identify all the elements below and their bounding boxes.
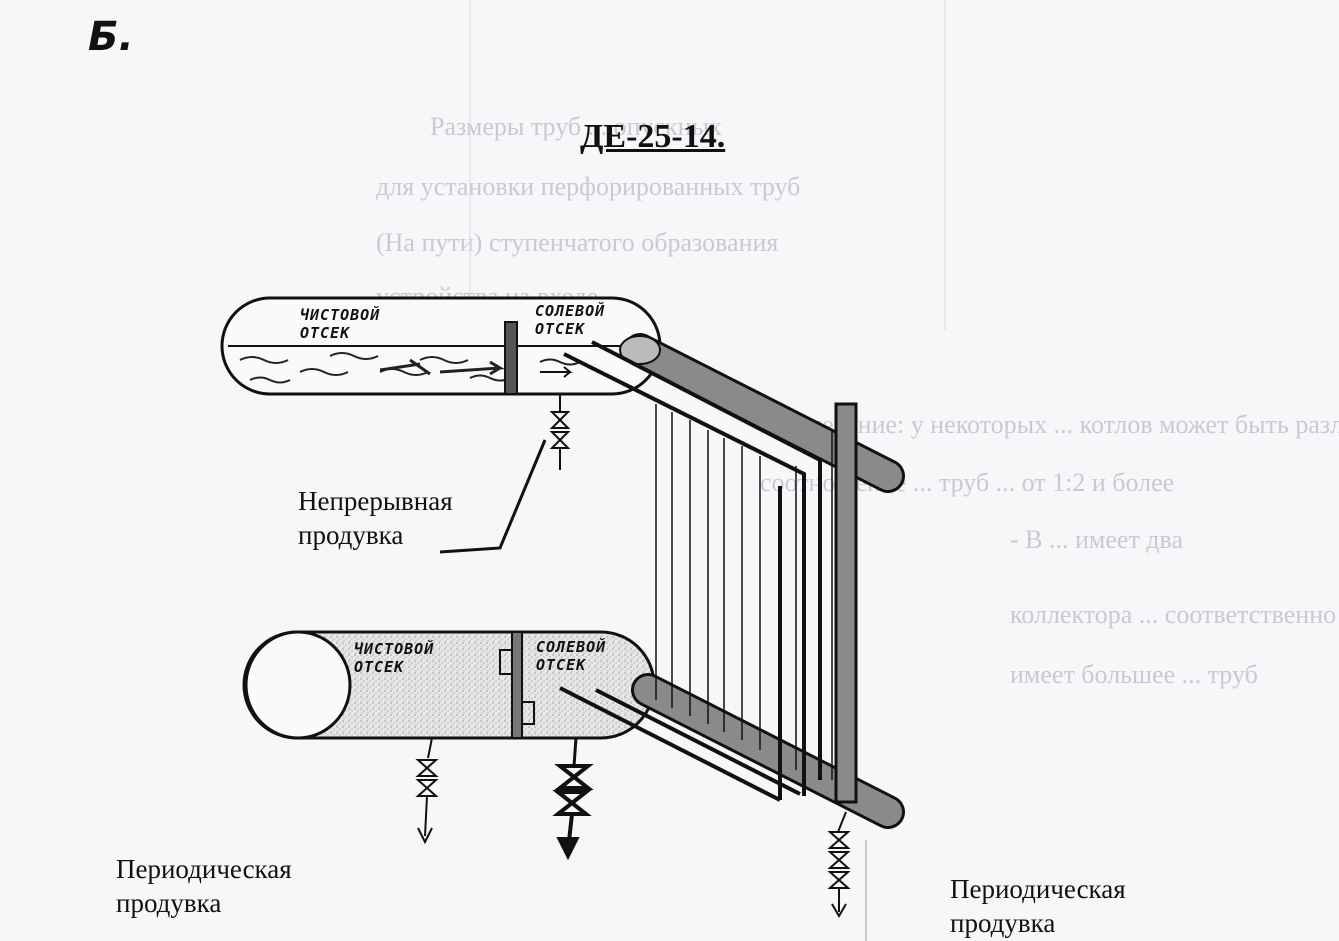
ghost-text-7: - В ... имеет два [1010, 525, 1184, 554]
continuous-blowdown-line2: продувка [298, 520, 404, 550]
periodic-right-line2: продувка [950, 908, 1056, 938]
continuous-blowdown-leader [439, 439, 547, 554]
lower-left-blowdown-valve [415, 737, 439, 845]
collector-blowdown-valve [827, 811, 851, 918]
ghost-text-8: коллектора ... соответственно [1010, 600, 1337, 629]
continuous-blowdown-line1: Непрерывная [298, 486, 453, 516]
periodic-blowdown-left-label: Периодическая продувка [116, 852, 292, 920]
periodic-blowdown-right-label: Периодическая продувка [950, 872, 1126, 940]
lower-drum [242, 630, 656, 740]
upper-blowdown-valve [549, 394, 571, 470]
downcomer-pipe [834, 402, 858, 804]
periodic-right-line1: Периодическая [950, 874, 1126, 904]
ghost-text-6: соотношение ... труб ... от 1:2 и более [760, 468, 1175, 497]
periodic-left-line2: продувка [116, 888, 222, 918]
periodic-left-line1: Периодическая [116, 854, 292, 884]
upper-clean-compartment-label: ЧИСТОВОЙ ОТСЕК [300, 306, 381, 342]
tube-bundle [559, 340, 833, 802]
upper-salt-compartment-label: СОЛЕВОЙ ОТСЕК [535, 302, 606, 338]
lower-right-blowdown-valve [552, 737, 594, 861]
continuous-blowdown-label: Непрерывная продувка [298, 484, 453, 552]
ghost-text-2: для установки перфорированных труб [376, 172, 801, 201]
lower-salt-compartment-label: СОЛЕВОЙ ОТСЕК [536, 638, 607, 674]
ghost-text-1: Размеры труб ... опускных [430, 112, 723, 141]
figure-title: ДЕ-25-14. [580, 118, 726, 155]
figure-letter: Б. [88, 14, 134, 60]
ghost-text-3: (На пути) ступенчатого образования [376, 228, 779, 257]
upper-drum [220, 296, 662, 396]
ghost-text-9: имеет большее ... труб [1010, 660, 1258, 689]
lower-clean-compartment-label: ЧИСТОВОЙ ОТСЕК [354, 640, 435, 676]
